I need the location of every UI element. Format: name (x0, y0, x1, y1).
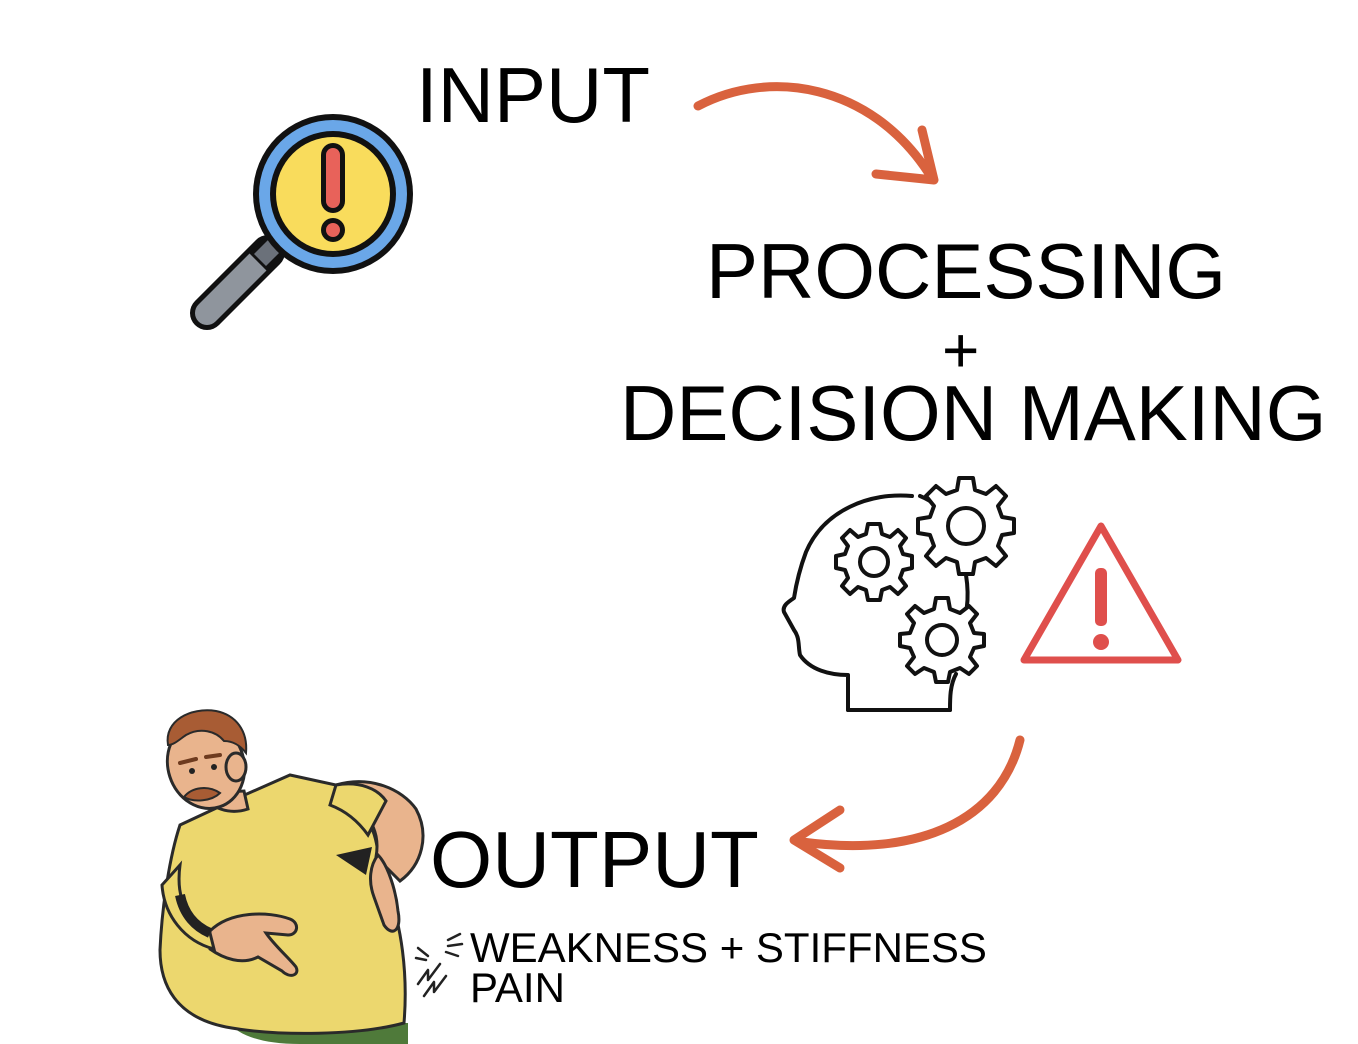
man-back-pain-illustration (158, 709, 425, 1044)
symptom-weakness-stiffness: WEAKNESS + STIFFNESS (470, 924, 987, 971)
magnifier-handle (190, 226, 294, 330)
arrow-input-to-processing (693, 82, 939, 185)
head-gears-icon (781, 476, 1016, 712)
decision-making-line: DECISION MAKING (620, 369, 1327, 457)
gear-top (916, 476, 1016, 576)
output-symptoms: WEAKNESS + STIFFNESS PAIN (470, 924, 987, 1011)
arrow-processing-to-output (789, 735, 1025, 873)
symptom-pain: PAIN (470, 963, 565, 1011)
magnifier-alert-icon (190, 114, 413, 330)
processing-line-1: PROCESSING (706, 227, 1227, 315)
warning-triangle-icon (1020, 522, 1182, 664)
exclamation-mark (321, 143, 345, 242)
input-label: INPUT (416, 51, 650, 139)
gear-bottom (898, 596, 986, 684)
pain-spark-icon (414, 932, 464, 998)
gear-left (834, 522, 914, 602)
processing-plus: + (942, 314, 980, 386)
output-label: OUTPUT (430, 815, 759, 904)
